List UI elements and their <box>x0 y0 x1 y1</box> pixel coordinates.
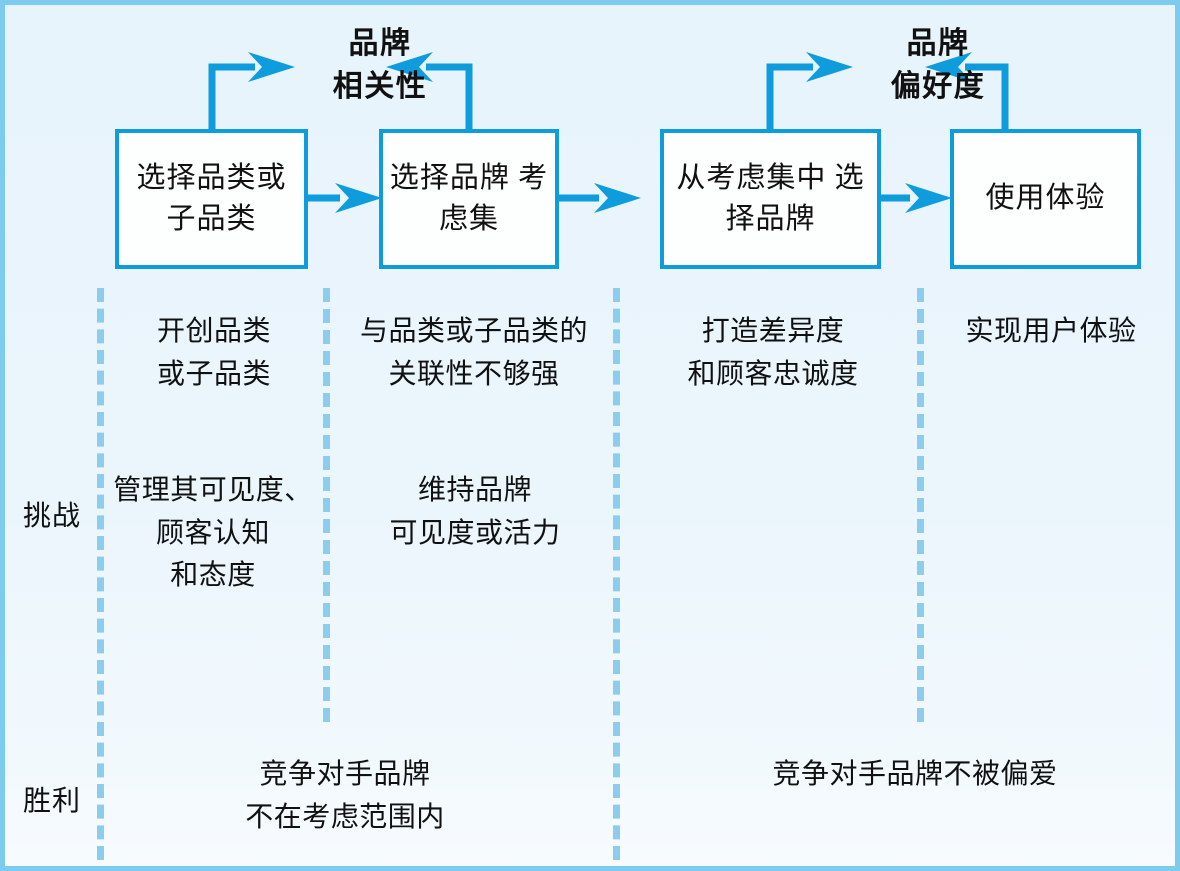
cell-challenge-top-1: 开创品类 或子品类 <box>156 316 271 390</box>
cell-challenge-top-3: 打造差异度 和顾客忠诚度 <box>687 316 859 390</box>
cell-win-left: 竞争对手品牌 不在考虑范围内 <box>245 759 445 833</box>
loop-label-brand-preference: 品牌 偏好度 <box>890 27 986 103</box>
cell-challenge-mid-2: 维持品牌 可见度或活力 <box>389 475 561 549</box>
arrowhead-flow-1 <box>335 183 382 213</box>
loop-label-brand-relevance: 品牌 相关性 <box>332 27 428 103</box>
arrowhead-flow-2 <box>594 183 641 213</box>
loop-arrow-1-line <box>208 63 255 131</box>
column-divider-2 <box>323 288 330 722</box>
stage-box-brand-consideration-set[interactable]: 选择品牌 考虑集 <box>379 129 559 269</box>
column-divider-4 <box>917 288 924 722</box>
row-label-wins: 胜利 <box>23 786 82 817</box>
stage-box-choose-category[interactable]: 选择品类或 子品类 <box>115 129 308 269</box>
column-divider-3 <box>613 288 620 860</box>
stage-box-use-experience[interactable]: 使用体验 <box>950 129 1141 269</box>
cell-challenge-top-4: 实现用户体验 <box>965 316 1137 347</box>
arrowhead-flow-3 <box>905 183 952 213</box>
cell-challenge-top-2: 与品类或子品类的 关联性不够强 <box>359 316 588 390</box>
cell-challenge-mid-1: 管理其可见度、 顾客认知 和态度 <box>113 475 313 592</box>
row-label-challenges: 挑战 <box>23 501 82 532</box>
cell-win-right: 竞争对手品牌不被偏爱 <box>772 759 1058 790</box>
diagram-inner: 品牌 相关性 品牌 偏好度 选择品类或 子品类 选择品牌 考虑集 从考虑集中 选… <box>5 5 1175 866</box>
loop-arrow-3-line <box>766 63 813 131</box>
stage-box-choose-brand[interactable]: 从考虑集中 选择品牌 <box>660 129 881 269</box>
column-divider-1 <box>97 288 104 860</box>
